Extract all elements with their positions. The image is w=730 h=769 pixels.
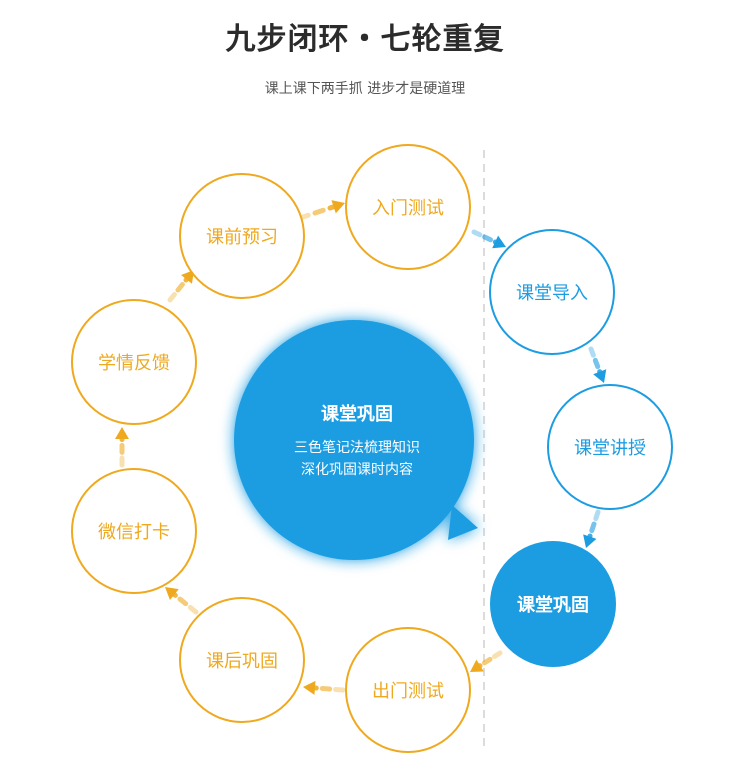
arrow-dash (177, 596, 189, 607)
arrow-dash (312, 207, 326, 216)
arrow-dash (593, 509, 601, 522)
step-node-preview: 课前预习 (179, 173, 305, 299)
arrow-dash (333, 686, 346, 693)
step-node-class-intro: 课堂导入 (489, 229, 615, 355)
step-label: 微信打卡 (98, 522, 170, 543)
step-label: 课前预习 (206, 227, 278, 248)
step-node-exit-test: 出门测试 (345, 627, 471, 753)
step-node-class-lecture: 课堂讲授 (547, 384, 673, 510)
step-label: 入门测试 (372, 198, 444, 219)
step-circle (345, 627, 471, 753)
arrow-dash (319, 685, 333, 692)
center-line-2: 深化巩固课时内容 (301, 461, 413, 478)
arrow-dash (167, 292, 177, 303)
step-label: 学情反馈 (98, 353, 170, 374)
step-label: 课堂巩固 (517, 594, 589, 616)
step-node-entry-test: 入门测试 (345, 144, 471, 270)
step-circle (345, 144, 471, 270)
step-circle (547, 384, 673, 510)
step-circle (179, 597, 305, 723)
arrow-head-icon (583, 534, 597, 548)
step-node-after-class: 课后巩固 (179, 597, 305, 723)
arrow-head-icon (115, 427, 129, 439)
arrow-dash (492, 650, 503, 659)
page-title: 九步闭环・七轮重复 (225, 22, 505, 57)
arrow-dash (175, 282, 185, 293)
step-label: 课堂导入 (516, 283, 588, 304)
center-bubble (234, 320, 478, 560)
connector-arrows (115, 200, 607, 695)
arrow-head-icon (165, 587, 179, 600)
arrow-dash (482, 656, 493, 666)
arrow-dash (187, 604, 199, 615)
step-circle (179, 173, 305, 299)
arrow-dash (482, 234, 494, 243)
arrow-dash (471, 229, 483, 238)
step-label: 出门测试 (372, 681, 444, 702)
arrow-head-icon (470, 659, 484, 672)
arrow-dash (589, 521, 597, 534)
step-label: 课堂讲授 (574, 438, 646, 459)
arrow-head-icon (303, 680, 316, 695)
arrow-head-icon (492, 235, 506, 249)
arrow-dash (588, 346, 596, 358)
arrow-head-icon (331, 200, 345, 214)
step-node-wechat-checkin: 微信打卡 (71, 468, 197, 594)
page-subtitle: 课上课下两手抓 进步才是硬道理 (264, 81, 466, 97)
step-circle (490, 541, 616, 667)
center-title: 课堂巩固 (321, 403, 393, 425)
step-circle (489, 229, 615, 355)
step-label: 课后巩固 (206, 651, 278, 672)
arrow-head-icon (593, 369, 607, 383)
step-node-class-consolidation: 课堂巩固 (490, 541, 616, 667)
center-line-1: 三色笔记法梳理知识 (294, 439, 420, 456)
arrow-dash (592, 357, 601, 370)
step-circle (71, 468, 197, 594)
step-circle (71, 299, 197, 425)
arrow-head-icon (181, 270, 194, 284)
step-node-feedback: 学情反馈 (71, 299, 197, 425)
